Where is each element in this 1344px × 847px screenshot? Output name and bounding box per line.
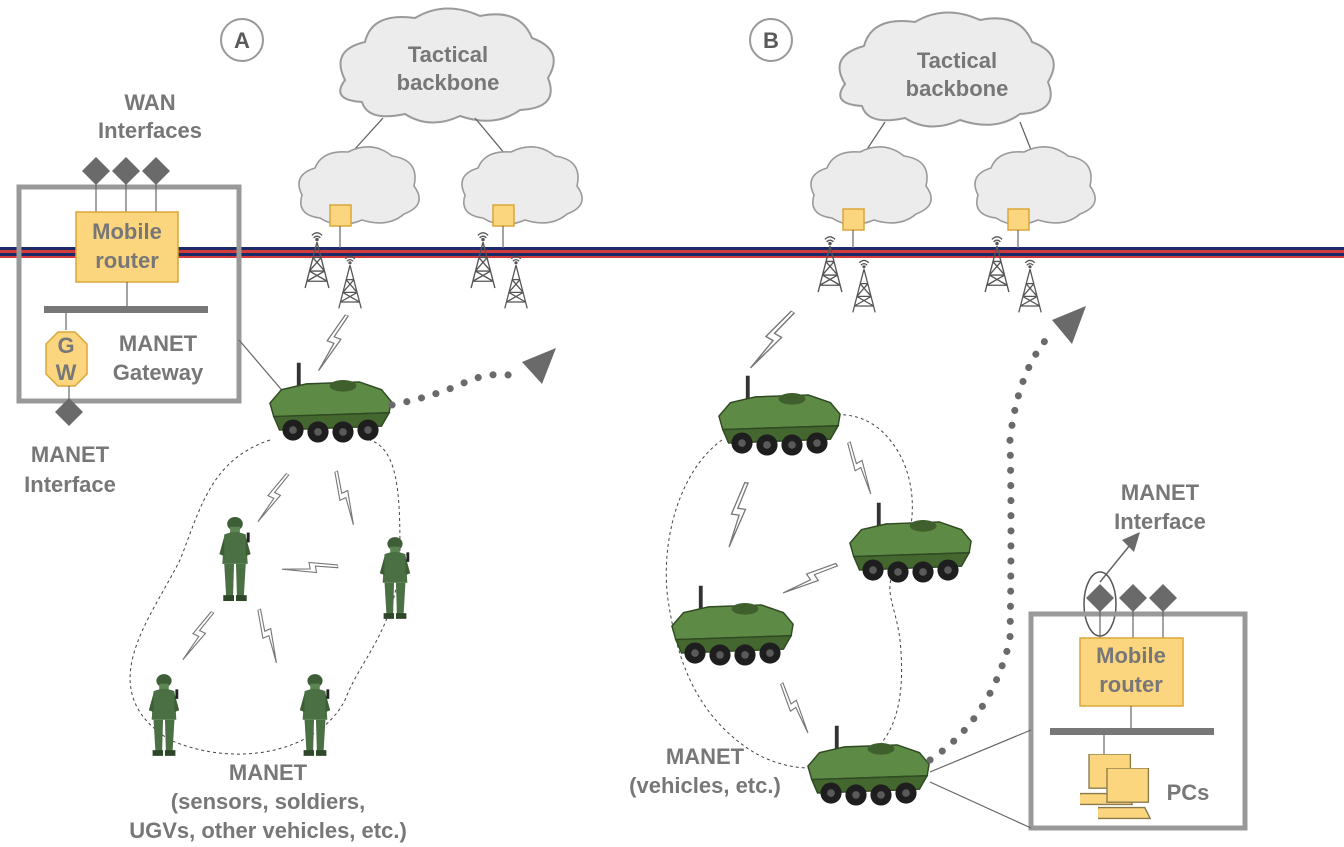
manet-a-label-1: MANET — [229, 760, 308, 785]
diamond-interface-icon — [1119, 584, 1147, 612]
arrowhead-icon — [1052, 306, 1086, 344]
diamond-interface-icon — [112, 157, 140, 185]
router-box-a — [16, 184, 242, 404]
panel-b-cloud-label-1: Tactical — [917, 48, 997, 73]
lightning-link-icon — [725, 480, 751, 550]
gateway-octagon-icon — [45, 331, 88, 387]
access-point-icon — [842, 208, 865, 231]
diamond-interface-icon — [82, 157, 110, 185]
lightning-link-icon — [840, 440, 880, 496]
panel-b-marker: B — [749, 18, 793, 62]
tower-icon — [338, 255, 362, 310]
vehicle-icon — [718, 375, 841, 457]
router-a-label-1: Mobile — [92, 219, 162, 244]
soldier-icon — [299, 674, 331, 756]
manet-interface-b-label-1: MANET — [1121, 480, 1200, 505]
lightning-link-icon — [773, 681, 817, 735]
tower-icon — [817, 236, 843, 293]
router-b-label-1: Mobile — [1096, 643, 1166, 668]
soldier-icon — [219, 516, 251, 602]
lightning-link-icon — [747, 305, 797, 375]
manet-a-label-2: (sensors, soldiers, — [171, 789, 365, 814]
soldier-icon — [379, 537, 411, 619]
movement-arrow-a — [388, 371, 524, 409]
wan-label-2: Interfaces — [98, 118, 202, 143]
gw-letter-w: W — [56, 360, 77, 385]
access-point-icon — [1007, 208, 1030, 231]
cloud-icon — [974, 146, 1096, 226]
tower-icon — [1018, 259, 1042, 314]
diamond-interface-icon — [142, 157, 170, 185]
panel-b: B Tactical backbone — [629, 11, 1248, 831]
manet-b-boundary — [665, 414, 913, 769]
manet-interface-a-label-2: Interface — [24, 472, 116, 497]
gateway-label-1: MANET — [119, 331, 198, 356]
diamond-interface-icon — [1149, 584, 1177, 612]
lightning-link-icon — [255, 469, 291, 527]
access-point-icon — [329, 204, 352, 227]
lightning-link-icon — [781, 556, 839, 602]
lightning-link-icon — [180, 607, 216, 665]
vehicle-icon — [807, 725, 930, 807]
panel-b-cloud-label-2: backbone — [906, 76, 1009, 101]
vehicle-icon — [849, 502, 972, 584]
cloud-icon — [810, 146, 932, 226]
backbone-band — [0, 247, 1344, 258]
vehicle-icon — [671, 585, 794, 667]
wan-interfaces — [82, 157, 170, 213]
panel-a-marker: A — [220, 18, 264, 62]
manet-a-label-3: UGVs, other vehicles, etc.) — [129, 818, 407, 843]
vehicle-icon — [269, 362, 392, 444]
cloud-icon — [298, 146, 420, 226]
arrowhead-icon — [522, 348, 556, 384]
panel-a: A Tactical backbone WAN Interfaces — [16, 7, 583, 843]
gateway-label-2: Gateway — [113, 360, 204, 385]
manet-b-label-2: (vehicles, etc.) — [629, 773, 781, 798]
router-b-bus — [1050, 728, 1214, 735]
router-b-label-2: router — [1099, 672, 1163, 697]
tower-icon — [852, 259, 876, 314]
manet-b-label-1: MANET — [666, 744, 745, 769]
access-point-icon — [492, 204, 515, 227]
pcs-label: PCs — [1167, 780, 1210, 805]
manet-interface-a-label-1: MANET — [31, 442, 110, 467]
tower-icon — [504, 255, 528, 310]
cloud-icon — [461, 146, 583, 226]
manet-interfaces-b — [1086, 584, 1177, 640]
lightning-link-icon — [280, 557, 340, 579]
mobile-router-a — [75, 211, 179, 283]
panel-b-marker-text: B — [763, 28, 779, 53]
wan-label-1: WAN — [124, 90, 175, 115]
cloud-icon — [339, 7, 555, 124]
tower-icon — [470, 232, 496, 289]
router-a-label-2: router — [95, 248, 159, 273]
diamond-interface-icon — [55, 398, 83, 426]
tower-icon — [984, 236, 1010, 293]
panel-a-cloud-label-1: Tactical — [408, 42, 488, 67]
gw-letter-g: G — [57, 333, 74, 358]
arrowhead-icon — [1122, 532, 1140, 552]
soldier-icon — [148, 674, 180, 756]
diamond-interface-icon — [1086, 584, 1114, 612]
router-box-b — [1028, 611, 1248, 831]
panel-a-cloud-label-2: backbone — [397, 70, 500, 95]
manet-interface-b-label-2: Interface — [1114, 509, 1206, 534]
router-a-bus — [44, 306, 208, 313]
lightning-link-icon — [327, 469, 363, 527]
movement-arrow-b — [926, 331, 1054, 764]
lightning-link-icon — [315, 311, 351, 375]
cloud-icon — [838, 11, 1055, 128]
tower-icon — [304, 232, 330, 289]
lightning-link-icon — [250, 607, 286, 665]
panel-a-marker-text: A — [234, 28, 250, 53]
